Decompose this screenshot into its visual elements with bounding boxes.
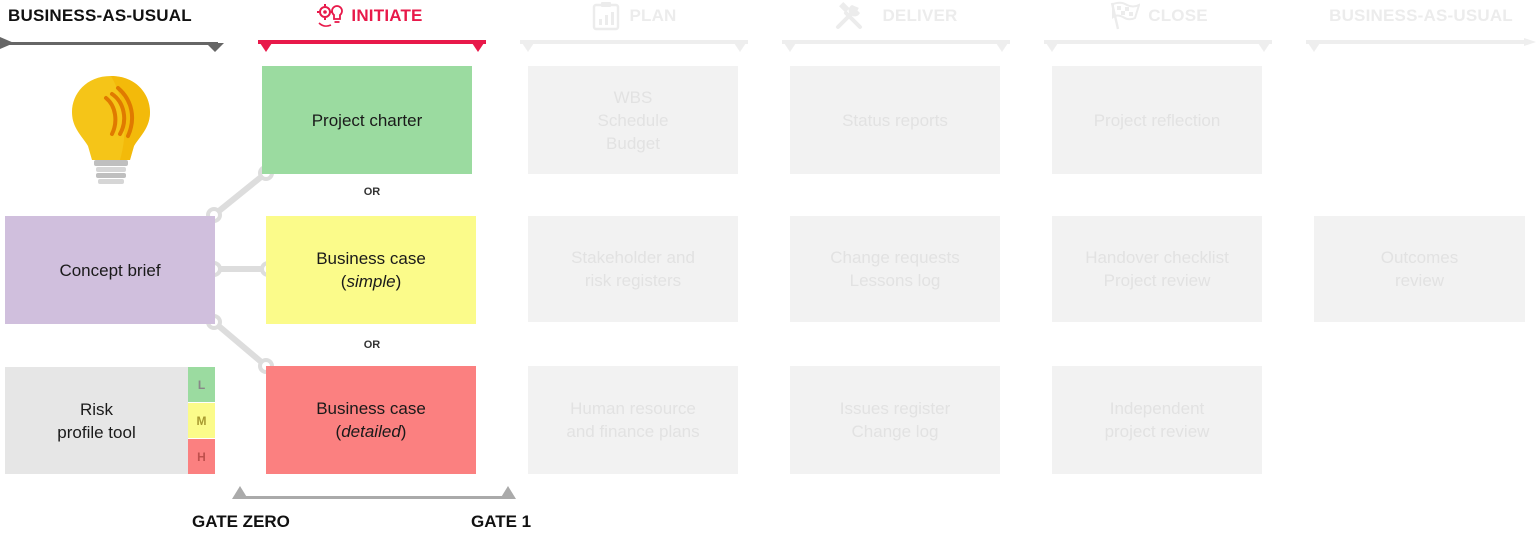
phase-label: BUSINESS-AS-USUAL [1329, 6, 1513, 25]
risk-label-line2: profile tool [57, 422, 136, 442]
business-case-detailed-note: (detailed) [335, 422, 407, 441]
phase-header-business-as-usual-left: BUSINESS-AS-USUAL [8, 5, 213, 27]
phase-label: INITIATE [351, 6, 423, 25]
phase-label: BUSINESS-AS-USUAL [8, 6, 192, 25]
plan-box-registers: Stakeholder and risk registers [528, 216, 738, 322]
business-case-detailed-box: Business case (detailed) [266, 366, 476, 474]
gate-one-label: GATE 1 [471, 512, 532, 531]
concept-brief-label: Concept brief [59, 260, 161, 280]
project-charter-label: Project charter [311, 110, 423, 130]
close-box-project-reflection: Project reflection [1052, 66, 1262, 174]
phase-label: CLOSE [1148, 6, 1208, 25]
business-case-simple-title: Business case [316, 249, 426, 268]
phase-header-business-as-usual-right: BUSINESS-AS-USUAL [1310, 5, 1532, 27]
plan-box-wbs: WBS Schedule Budget [528, 66, 738, 174]
risk-level-medium: M [188, 403, 215, 438]
phase-header-close: CLOSE [1044, 1, 1272, 30]
gear-lightbulb-icon [317, 4, 344, 27]
bau-box-outcomes-review: Outcomes review [1314, 216, 1525, 322]
phase-underline-plan [520, 40, 748, 52]
phase-underline-bau-left [0, 37, 224, 52]
risk-level-high: H [188, 439, 215, 474]
gate-bracket [232, 486, 516, 499]
lightbulb-icon [72, 76, 150, 184]
concept-brief-box: Concept brief [5, 216, 215, 324]
clipboard-chart-icon [593, 2, 620, 31]
business-case-detailed-title: Business case [316, 399, 426, 418]
risk-level-meter: L M H [188, 367, 215, 474]
project-charter-box: Project charter [262, 66, 472, 174]
deliver-box-status-reports: Status reports [790, 66, 1000, 174]
checkered-flag-icon [1111, 1, 1141, 30]
tools-icon [836, 2, 863, 29]
phase-header-plan: PLAN [520, 2, 748, 31]
phase-underline-initiate [258, 40, 486, 52]
plan-box-resource-plans: Human resource and finance plans [528, 366, 738, 474]
deliver-box-change-requests: Change requests Lessons log [790, 216, 1000, 322]
phase-label: DELIVER [882, 6, 958, 25]
phase-underline-deliver [782, 40, 1010, 52]
phase-header-initiate: INITIATE [258, 4, 480, 27]
close-box-handover-checklist: Handover checklist Project review [1052, 216, 1262, 322]
business-case-simple-box: Business case (simple) [266, 216, 476, 324]
deliver-box-issues-register: Issues register Change log [790, 366, 1000, 474]
risk-level-low: L [188, 367, 215, 402]
phase-label: PLAN [629, 6, 677, 25]
risk-label-line1: Risk [79, 399, 114, 419]
close-box-independent-review: Independent project review [1052, 366, 1262, 474]
phase-underline-bau-right [1306, 38, 1536, 52]
phase-underline-close [1044, 40, 1272, 52]
risk-profile-tool-box: Risk profile tool [5, 367, 188, 474]
business-case-simple-note: (simple) [340, 272, 402, 291]
or-label-bottom: OR [363, 339, 381, 351]
phase-header-deliver: DELIVER [782, 2, 1010, 29]
gate-zero-label: GATE ZERO [192, 512, 290, 531]
connector-lines [206, 165, 276, 374]
or-label-top: OR [363, 186, 381, 198]
